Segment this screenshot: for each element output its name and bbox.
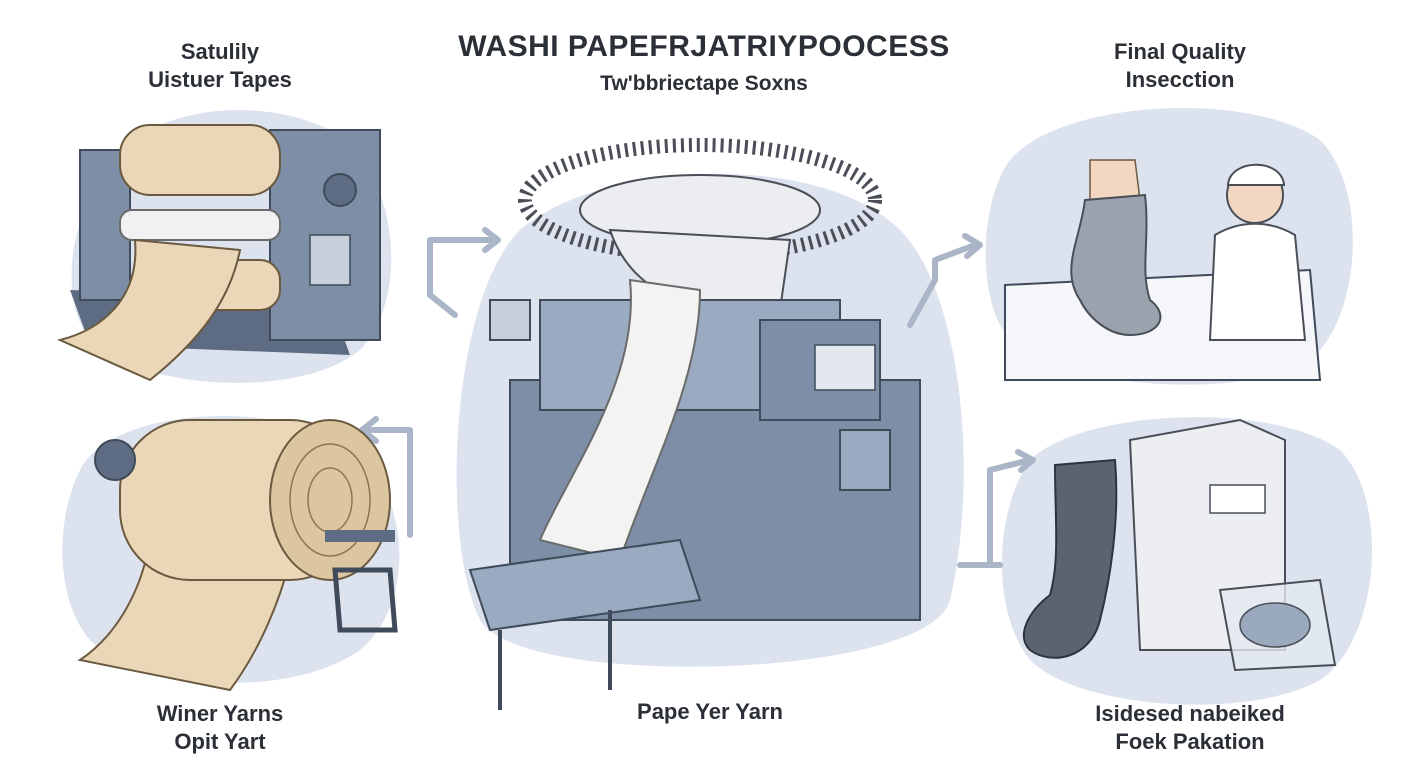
title-main: WASHI PAPEFRJATRIYPOOCESS: [458, 30, 950, 63]
step-label-line: Final Quality: [1113, 39, 1247, 64]
step-label-line: Opit Yart: [174, 729, 266, 754]
step-label-line: Isidesed nabeiked: [1095, 701, 1285, 726]
step-label-line: Uistuer Tapes: [148, 67, 292, 92]
step-label-top-right: Final Quality Insecction: [1070, 38, 1290, 94]
flow-arrow-icon: [359, 227, 1036, 568]
title-subtitle: Tw'bbriectape Soxns: [600, 72, 808, 95]
inspector-icon: [1004, 159, 1322, 381]
step-label-bottom-center: Pape Yer Yarn: [560, 698, 860, 726]
step-label-line: Satulily: [180, 39, 260, 64]
step-label-line: Foek Pakation: [1115, 729, 1265, 754]
sock-package-icon: [1023, 418, 1337, 672]
step-label-bottom-right: Isidesed nabeiked Foek Pakation: [1040, 700, 1340, 756]
step-label-line: Winer Yarns: [156, 701, 284, 726]
paper-roll-icon: [77, 419, 398, 692]
step-label-bottom-left: Winer Yarns Opit Yart: [110, 700, 330, 756]
step-label-line: Insecction: [1125, 67, 1235, 92]
knitting-machine-icon: [468, 138, 921, 710]
step-label-top-left: Satulily Uistuer Tapes: [110, 38, 330, 94]
page-title: WASHI PAPEFRJATRIYPOOCESS Tw'bbriectape …: [354, 28, 1054, 98]
slitting-machine-icon: [56, 124, 381, 382]
step-label-line: Pape Yer Yarn: [637, 699, 783, 724]
